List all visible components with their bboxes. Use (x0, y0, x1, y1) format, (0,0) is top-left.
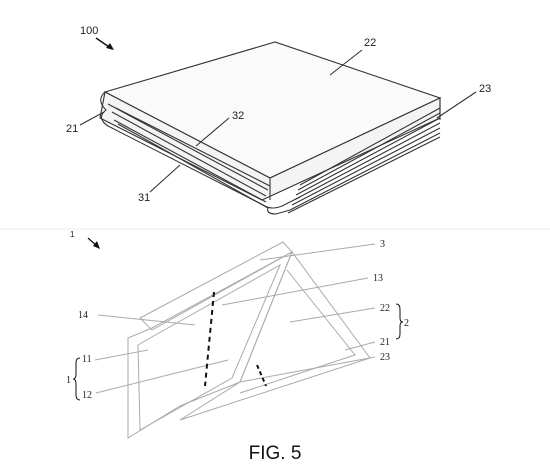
leader-b3 (259, 243, 376, 261)
panel-3 (139, 241, 293, 331)
brace-1 (72, 357, 81, 401)
label-top-23: 23 (479, 83, 491, 95)
leader-b23 (239, 356, 376, 383)
label-top-21: 21 (66, 123, 78, 135)
leader-b22 (289, 307, 376, 323)
brace-2 (395, 303, 404, 340)
label-top-22: 22 (364, 37, 376, 49)
leader-23 (436, 91, 477, 119)
top-figure (79, 41, 477, 215)
device-half-2 (179, 250, 371, 421)
leader-b14 (97, 314, 196, 326)
label-b12: 12 (82, 390, 92, 401)
label-b11: 11 (82, 354, 92, 365)
label-b13: 13 (373, 273, 383, 284)
fold-line-23 (256, 364, 267, 387)
leader-b12 (95, 359, 229, 394)
ref-bottom-arrow (87, 237, 100, 249)
label-b2: 2 (404, 318, 409, 329)
label-top-31: 31 (138, 192, 150, 204)
fold-line-13 (204, 291, 215, 387)
label-100: 100 (80, 25, 98, 37)
label-b22: 22 (380, 303, 390, 314)
leader-31 (149, 164, 181, 193)
device-half-1-inner (137, 263, 282, 431)
label-b1: 1 (66, 375, 71, 386)
leader-32 (195, 117, 230, 147)
label-b3: 3 (380, 239, 385, 250)
groove-line (115, 107, 291, 215)
label-b23: 23 (380, 352, 390, 363)
right-edge-layers-23 (269, 98, 441, 214)
leader-22 (329, 49, 363, 76)
top-panel-22 (103, 41, 442, 179)
device-half-2-inner (239, 269, 356, 394)
label-top-32: 32 (232, 110, 244, 122)
leader-21 (79, 111, 105, 126)
left-hinge-fold (107, 103, 269, 203)
leader-b21 (344, 341, 376, 351)
label-b21: 21 (380, 337, 390, 348)
figure-caption: FIG. 5 (248, 443, 302, 464)
leader-b13 (221, 277, 369, 306)
leader-b11 (94, 349, 149, 361)
label-bottom-partial-ref: 1 (70, 230, 75, 239)
label-b14: 14 (78, 310, 88, 321)
ref-100-arrow (95, 37, 114, 50)
left-hinge-21 (100, 91, 301, 209)
bottom-figure (94, 241, 376, 439)
